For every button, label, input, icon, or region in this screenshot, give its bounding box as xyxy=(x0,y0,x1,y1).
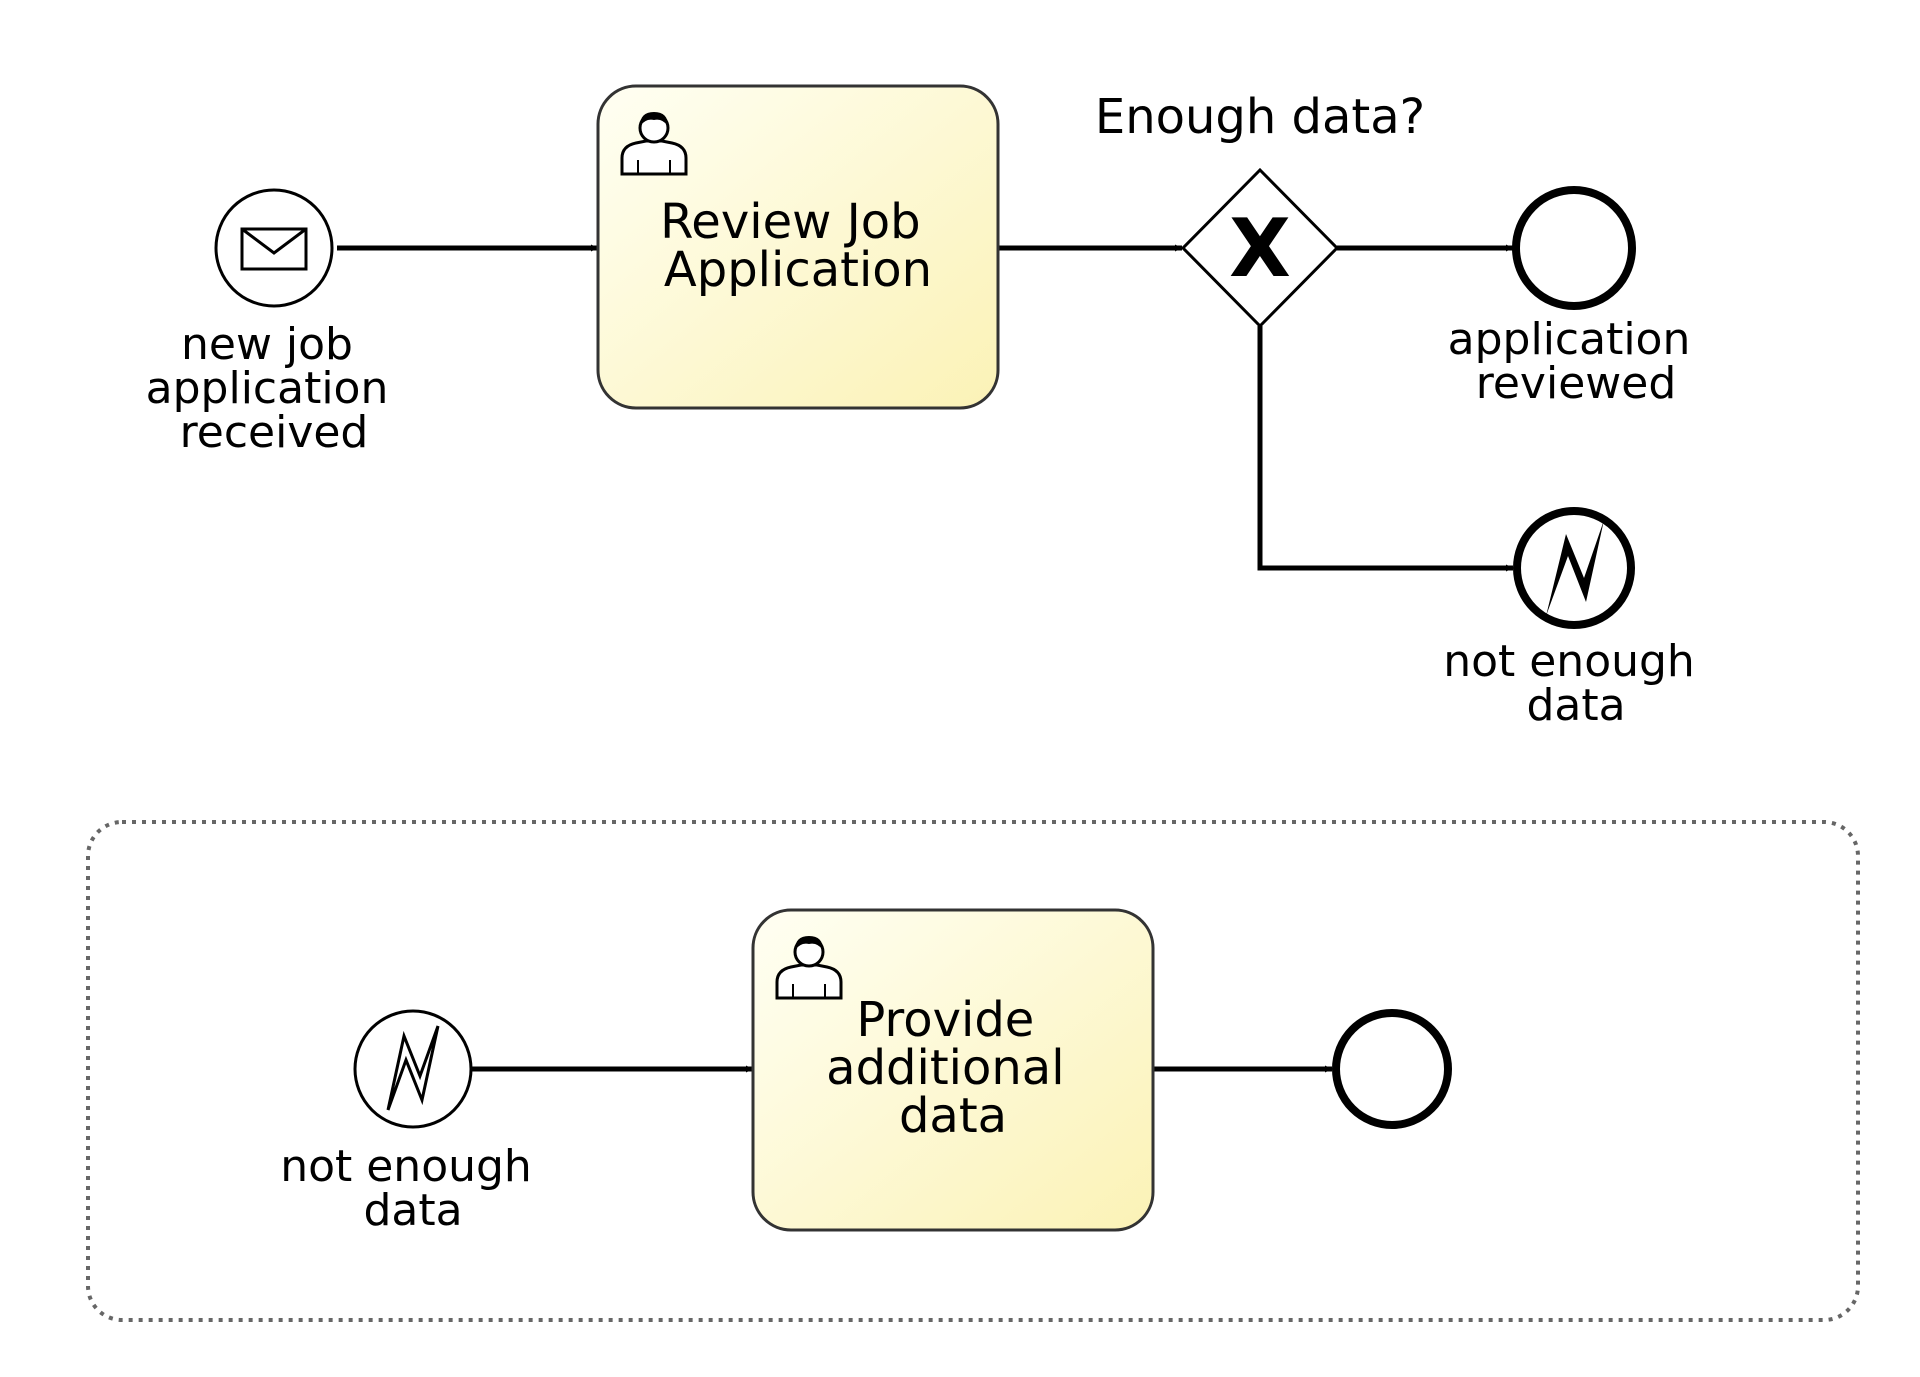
error-start-label: not enough data xyxy=(280,1141,546,1236)
exclusive-gateway[interactable]: X xyxy=(1180,167,1340,329)
error-end-label: not enough data xyxy=(1443,636,1709,731)
lightning-icon xyxy=(1546,520,1604,616)
gateway-title: Enough data? xyxy=(1095,89,1425,145)
start-message-event[interactable] xyxy=(214,188,334,308)
start-event-label: new job application received xyxy=(146,319,403,458)
user-icon xyxy=(775,936,843,1000)
review-job-application-task[interactable]: Review Job Application xyxy=(596,84,1000,410)
lightning-icon xyxy=(386,1025,440,1111)
envelope-icon xyxy=(240,227,308,271)
user-icon xyxy=(620,112,688,176)
error-start-event[interactable] xyxy=(353,1009,473,1129)
provide-additional-data-task[interactable]: Provide additional data xyxy=(751,908,1155,1232)
end-event-application-reviewed[interactable] xyxy=(1512,186,1636,310)
gateway-x-marker: X xyxy=(1229,202,1291,295)
review-task-label: Review Job Application xyxy=(660,194,936,298)
error-end-event[interactable] xyxy=(1513,507,1635,629)
flow-gateway-to-error-end xyxy=(1257,326,1513,572)
provide-task-label: Provide additional data xyxy=(826,992,1080,1144)
event-subprocess[interactable] xyxy=(86,820,1860,1322)
end-reviewed-label: application reviewed xyxy=(1448,314,1705,409)
subprocess-end-event[interactable] xyxy=(1332,1009,1452,1129)
